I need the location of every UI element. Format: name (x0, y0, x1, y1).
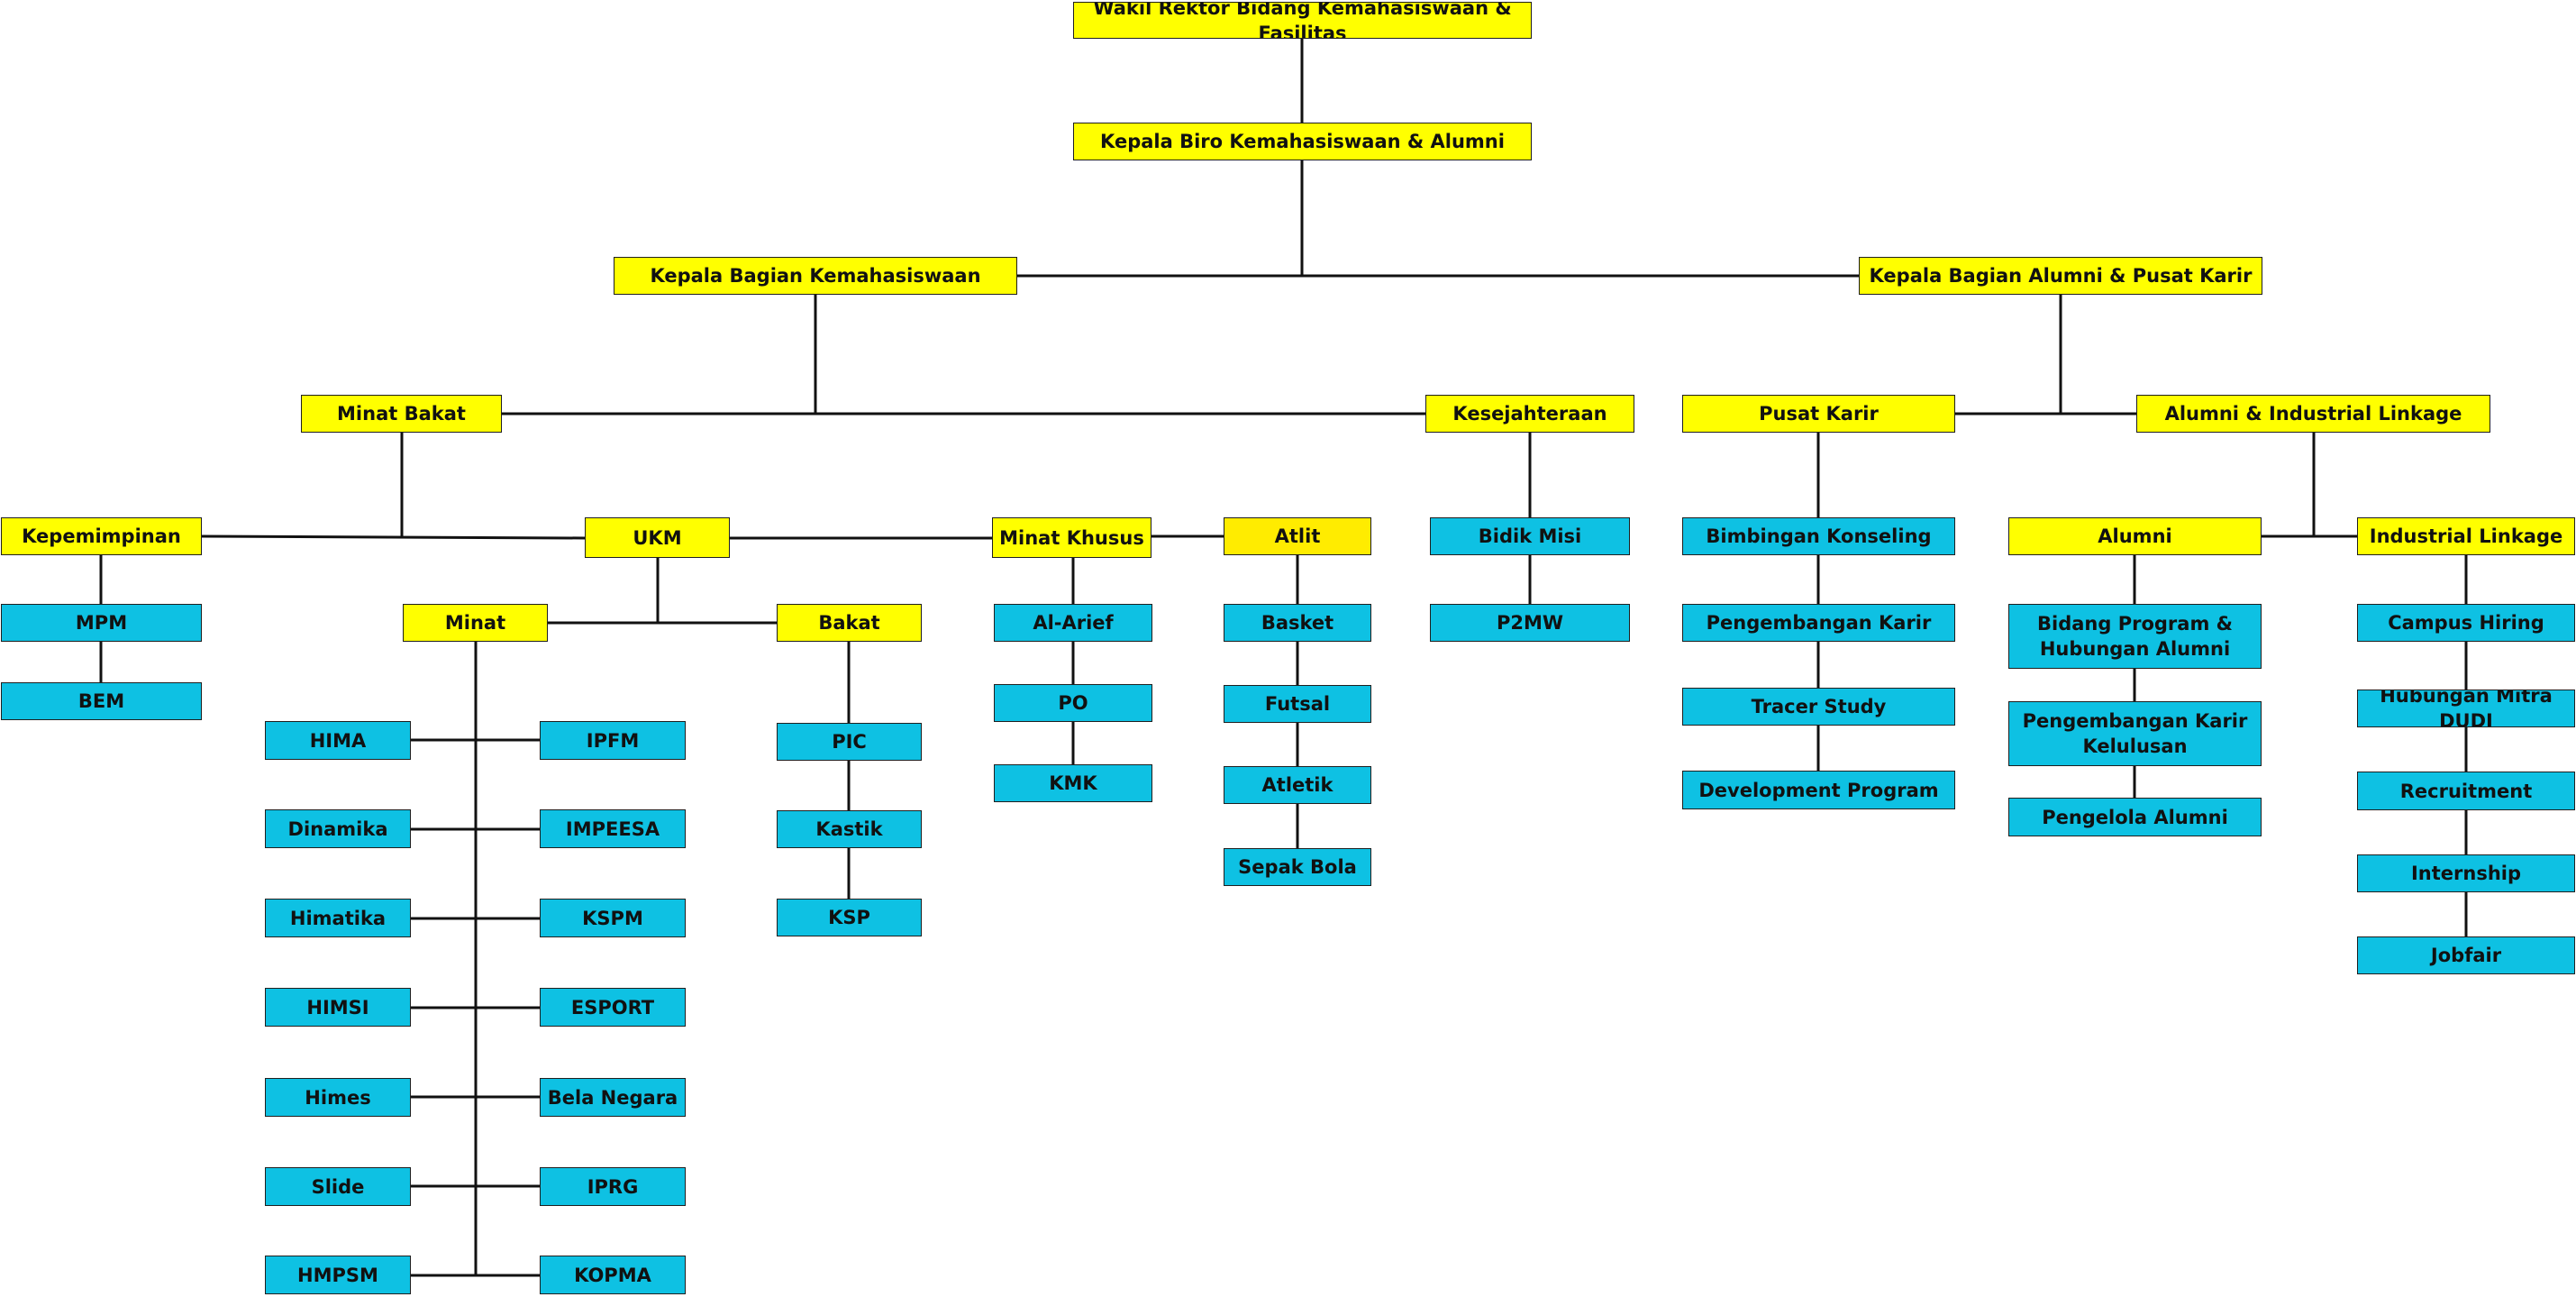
node-tracer-study: Tracer Study (1682, 688, 1955, 726)
node-bimbingan-konseling: Bimbingan Konseling (1682, 517, 1955, 555)
node-kepala-biro: Kepala Biro Kemahasiswaan & Alumni (1073, 123, 1532, 160)
node-iprg: IPRG (540, 1167, 686, 1206)
node-himatika: Himatika (265, 899, 411, 937)
node-kabag-alumni-pusat-karir: Kepala Bagian Alumni & Pusat Karir (1859, 257, 2262, 295)
node-himsi: HIMSI (265, 988, 411, 1027)
node-pengelola-alumni: Pengelola Alumni (2008, 798, 2262, 836)
node-internship: Internship (2357, 854, 2575, 892)
node-pengembangan-karir: Pengembangan Karir (1682, 604, 1955, 642)
node-pengembangan-karir-kelulusan: Pengembangan Karir Kelulusan (2008, 701, 2262, 766)
node-kepemimpinan: Kepemimpinan (1, 517, 202, 555)
node-kesejahteraan: Kesejahteraan (1425, 395, 1634, 433)
node-futsal: Futsal (1224, 685, 1371, 723)
node-development-program: Development Program (1682, 771, 1955, 809)
node-hubungan-mitra-dudi: Hubungan Mitra DUDI (2357, 690, 2575, 727)
node-alumni-industrial-linkage: Alumni & Industrial Linkage (2136, 395, 2490, 433)
node-bem: BEM (1, 682, 202, 720)
node-industrial-linkage: Industrial Linkage (2357, 517, 2575, 555)
node-al-arief: Al-Arief (994, 604, 1152, 642)
node-bela-negara: Bela Negara (540, 1078, 686, 1117)
node-hima: HIMA (265, 721, 411, 760)
node-minat-bakat: Minat Bakat (301, 395, 502, 433)
node-impeesa: IMPEESA (540, 809, 686, 848)
node-minat-khusus: Minat Khusus (992, 517, 1151, 558)
node-himes: Himes (265, 1078, 411, 1117)
node-pic: PIC (777, 723, 922, 761)
node-esport: ESPORT (540, 988, 686, 1027)
node-mpm: MPM (1, 604, 202, 642)
node-bidik-misi: Bidik Misi (1430, 517, 1630, 555)
node-bidang-program-hubungan-alumni: Bidang Program & Hubungan Alumni (2008, 604, 2262, 669)
node-minat: Minat (403, 604, 548, 642)
node-slide: Slide (265, 1167, 411, 1206)
node-kabag-kemahasiswaan: Kepala Bagian Kemahasiswaan (614, 257, 1017, 295)
connector-line (201, 534, 586, 540)
node-kastik: Kastik (777, 810, 922, 848)
node-bakat: Bakat (777, 604, 922, 642)
node-ukm: UKM (585, 517, 730, 558)
node-basket: Basket (1224, 604, 1371, 642)
node-kspm: KSPM (540, 899, 686, 937)
node-ksp: KSP (777, 899, 922, 936)
node-pusat-karir: Pusat Karir (1682, 395, 1955, 433)
node-po: PO (994, 684, 1152, 722)
node-wakil-rektor: Wakil Rektor Bidang Kemahasiswaan & Fasi… (1073, 2, 1532, 39)
node-sepak-bola: Sepak Bola (1224, 848, 1371, 886)
node-dinamika: Dinamika (265, 809, 411, 848)
node-atletik: Atletik (1224, 766, 1371, 804)
node-recruitment: Recruitment (2357, 772, 2575, 810)
node-atlit: Atlit (1224, 517, 1371, 555)
node-campus-hiring: Campus Hiring (2357, 604, 2575, 642)
node-kmk: KMK (994, 764, 1152, 802)
node-alumni: Alumni (2008, 517, 2262, 555)
node-p2mw: P2MW (1430, 604, 1630, 642)
node-kopma: KOPMA (540, 1256, 686, 1294)
node-hmpsm: HMPSM (265, 1256, 411, 1294)
node-ipfm: IPFM (540, 721, 686, 760)
node-jobfair: Jobfair (2357, 936, 2575, 974)
